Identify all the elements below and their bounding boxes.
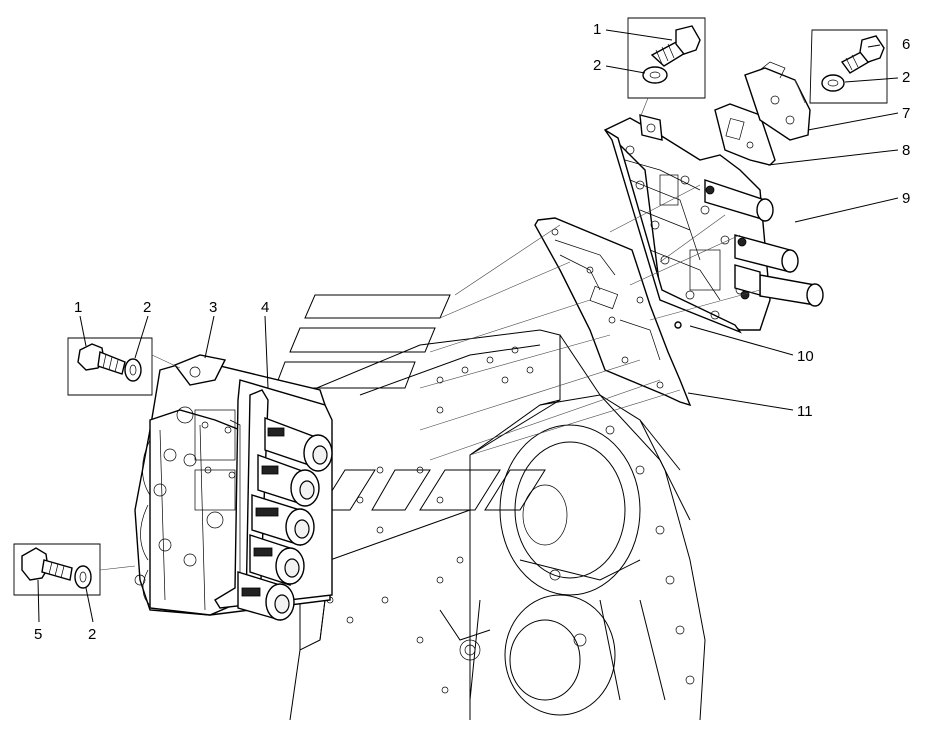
assembly-guide-lines: [99, 79, 806, 571]
end-cover: [744, 61, 811, 141]
callout-1-top: 1: [593, 21, 601, 38]
bolt-left: [77, 343, 126, 375]
washer-top: [642, 66, 668, 84]
callout-2-right: 2: [902, 69, 910, 86]
leader-lines: [37, 29, 899, 623]
o-ring: [674, 321, 682, 329]
transmission-housing: [274, 294, 706, 721]
housing-bolt-holes: [326, 346, 695, 694]
gasket-plate: [534, 217, 692, 407]
bracket-boxes: [13, 17, 888, 596]
callout-11: 11: [797, 403, 813, 420]
solenoid-stack: [237, 416, 333, 621]
callout-9: 9: [902, 190, 910, 207]
callout-4: 4: [261, 299, 269, 316]
right-valve-plate: [603, 114, 824, 334]
callout-8: 8: [902, 142, 910, 159]
callout-labels: 1 2 6 2 7 8 9 10 11 1 2 3 4 5 2: [34, 21, 910, 643]
bolt-bottom: [21, 547, 73, 581]
callout-7: 7: [902, 105, 910, 122]
callout-6: 6: [902, 36, 910, 53]
callout-3: 3: [209, 299, 217, 316]
bolt-top: [650, 25, 701, 67]
callout-10: 10: [797, 348, 814, 365]
washer-left: [124, 358, 142, 382]
washer-right: [821, 74, 845, 92]
callout-2-left: 2: [143, 299, 151, 316]
callout-2-top: 2: [593, 57, 601, 74]
callout-2-bottom: 2: [88, 626, 96, 643]
callout-1-left: 1: [74, 299, 82, 316]
washer-bottom: [74, 565, 92, 589]
bolt-right: [840, 35, 885, 74]
callout-5: 5: [34, 626, 42, 643]
